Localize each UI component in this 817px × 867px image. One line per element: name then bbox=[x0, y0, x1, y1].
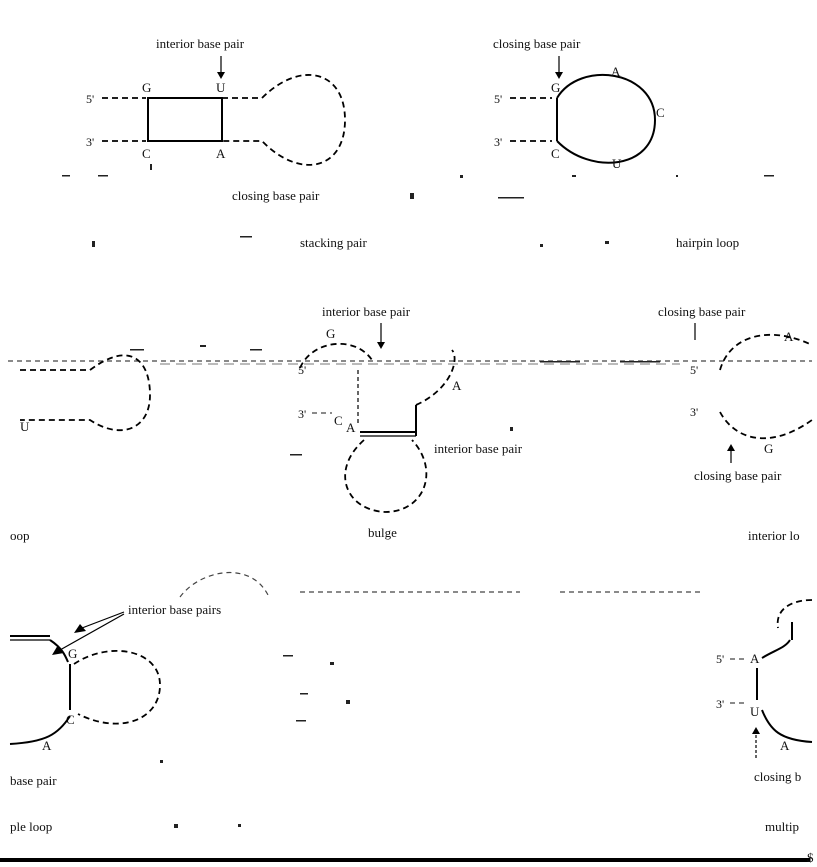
base-a: A bbox=[750, 651, 760, 666]
hairpin-dashed bbox=[222, 74, 346, 166]
hairpin-loop bbox=[556, 73, 657, 164]
multiloop-title: multip bbox=[765, 819, 799, 834]
bottom-left-title: ple loop bbox=[10, 819, 52, 834]
three-prime-end: 3' bbox=[298, 407, 306, 421]
five-prime-end: 5' bbox=[86, 92, 94, 106]
scan-noise bbox=[62, 164, 774, 247]
base-g: G bbox=[142, 80, 151, 95]
base-c: C bbox=[66, 712, 75, 727]
three-prime-end: 3' bbox=[690, 405, 698, 419]
bulge-panel: interior base pair G 5' 3' C A A interio… bbox=[298, 304, 523, 540]
corner-mark: $ bbox=[807, 850, 814, 865]
three-prime-end: 3' bbox=[86, 135, 94, 149]
interior-base-pair-label: interior base pair bbox=[322, 304, 411, 319]
three-prime-end: 3' bbox=[716, 697, 724, 711]
base-c: C bbox=[551, 146, 560, 161]
left-loop-panel: U oop bbox=[10, 354, 151, 543]
left-loop-dashed bbox=[20, 354, 151, 432]
base-g: G bbox=[68, 646, 77, 661]
base-u: U bbox=[20, 419, 30, 434]
arrow-head bbox=[727, 444, 735, 451]
closing-base-pair-label: closing b bbox=[754, 769, 801, 784]
bulge-hairpin bbox=[344, 439, 428, 513]
base-a: A bbox=[216, 146, 226, 161]
interior-arc-bottom bbox=[719, 411, 813, 440]
interior-base-pair-label-side: interior base pair bbox=[434, 441, 523, 456]
junction-arc bbox=[49, 639, 69, 663]
loop-base-a: A bbox=[784, 329, 794, 344]
stacking-pair-panel: interior base pair 5' 3' G U C A closing… bbox=[86, 36, 367, 250]
multi-arc-lower bbox=[761, 709, 813, 743]
interior-loop-title: interior lo bbox=[748, 528, 800, 543]
bulge-title: bulge bbox=[368, 525, 397, 540]
multi-top-arc bbox=[776, 599, 813, 629]
interior-loop-panel: closing base pair 5' 3' A G closing base… bbox=[658, 304, 813, 543]
five-prime-end: 5' bbox=[690, 363, 698, 377]
hairpin-loop-panel: closing base pair 5' 3' G C A C U hairpi… bbox=[493, 36, 739, 250]
scan-noise bbox=[160, 655, 350, 828]
bottom-border-rule bbox=[0, 858, 810, 862]
pointer-arrow-1 bbox=[81, 611, 125, 629]
lower-arc bbox=[9, 715, 71, 745]
closing-base-pair-label-bottom: closing base pair bbox=[694, 468, 782, 483]
five-prime-end: 5' bbox=[298, 363, 306, 377]
multiloop-panel: 5' A 3' U A closing b multip bbox=[716, 599, 813, 834]
base-u: U bbox=[750, 704, 760, 719]
stacking-pair-title: stacking pair bbox=[300, 235, 367, 250]
bulge-base-c: C bbox=[334, 413, 343, 428]
loop-base-a: A bbox=[452, 378, 462, 393]
loop-base-g: G bbox=[764, 441, 773, 456]
bulge-base-a: A bbox=[346, 420, 356, 435]
loop-base-a: A bbox=[611, 64, 621, 79]
arrow-head bbox=[752, 727, 760, 734]
base-pair-label: base pair bbox=[10, 773, 57, 788]
stem-right-arc bbox=[415, 349, 456, 406]
arrow-head bbox=[555, 72, 563, 79]
three-prime-end: 3' bbox=[494, 135, 502, 149]
loop-base-c: C bbox=[656, 105, 665, 120]
arrow-head bbox=[52, 645, 64, 655]
closing-base-pair-label: closing base pair bbox=[232, 188, 320, 203]
scan-noise bbox=[130, 345, 660, 456]
interior-arc-top bbox=[719, 333, 813, 371]
arrow-head bbox=[377, 342, 385, 349]
arrow-head bbox=[217, 72, 225, 79]
base-c: C bbox=[142, 146, 151, 161]
stacked-pairs-box bbox=[147, 97, 223, 142]
pointer-arrow-2 bbox=[59, 613, 125, 651]
bottom-left-hairpin bbox=[73, 650, 161, 725]
bottom-top-arc bbox=[179, 572, 269, 598]
interior-base-pairs-label: interior base pairs bbox=[128, 602, 221, 617]
hairpin-loop-title: hairpin loop bbox=[676, 235, 739, 250]
five-prime-end: 5' bbox=[494, 92, 502, 106]
left-loop-title: oop bbox=[10, 528, 30, 543]
bottom-left-panel: interior base pairs G C A base pair ple … bbox=[9, 602, 221, 834]
base-g: G bbox=[551, 80, 560, 95]
base-u: U bbox=[216, 80, 226, 95]
five-prime-end: 5' bbox=[716, 652, 724, 666]
bulge-arc bbox=[299, 342, 373, 369]
base-a: A bbox=[42, 738, 52, 753]
closing-base-pair-label-top: closing base pair bbox=[493, 36, 581, 51]
loop-base-u: U bbox=[612, 156, 622, 171]
closing-base-pair-label-top: closing base pair bbox=[658, 304, 746, 319]
multi-arc-upper bbox=[761, 639, 791, 659]
base-a2: A bbox=[780, 738, 790, 753]
bulge-base-g: G bbox=[326, 326, 335, 341]
interior-base-pair-label: interior base pair bbox=[156, 36, 245, 51]
arrow-head bbox=[74, 624, 86, 633]
